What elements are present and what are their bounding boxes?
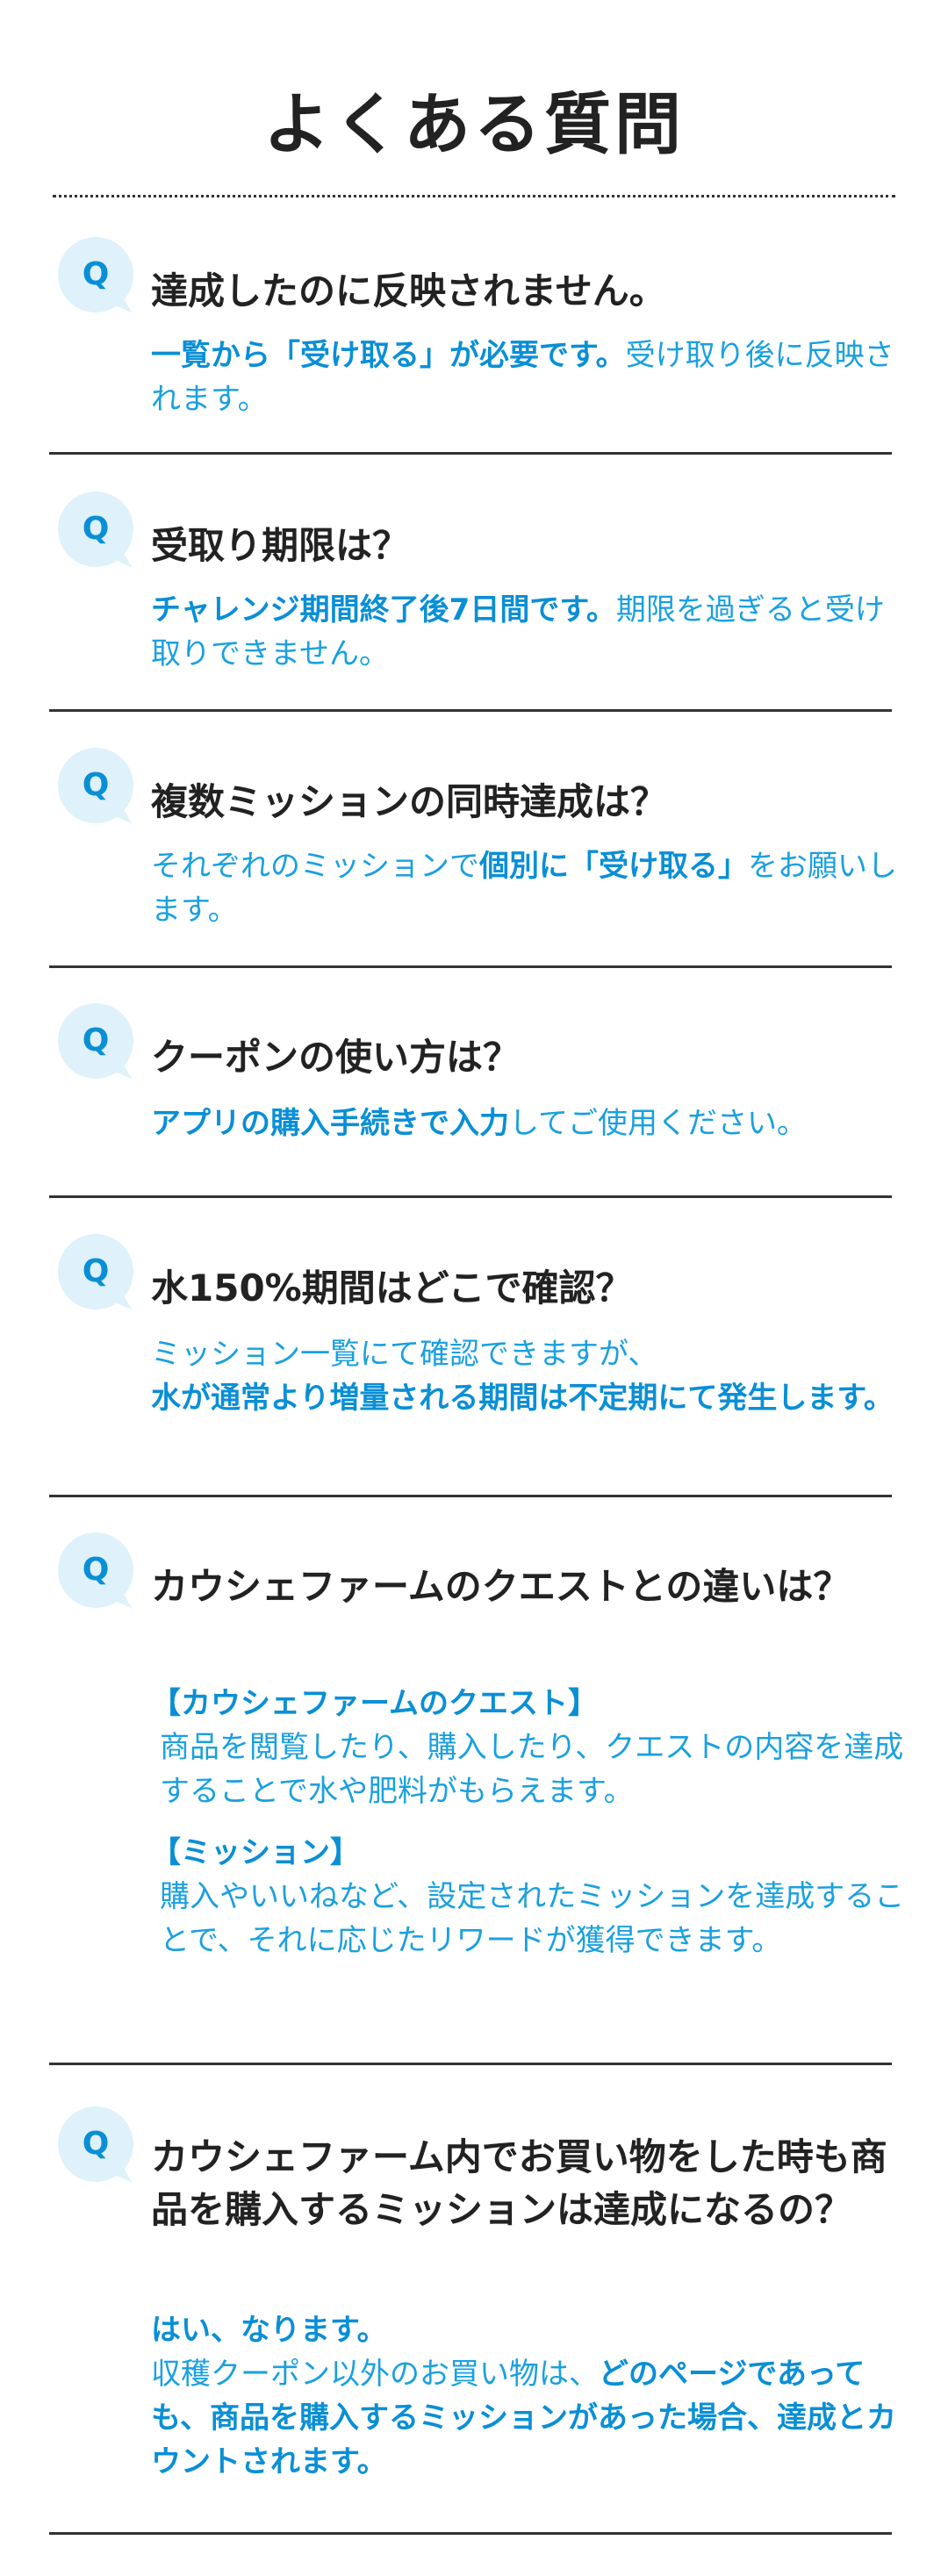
faq-answer: 【カウシェファームのクエスト】 商品を閲覧したり、購入したり、クエストの内容を達… <box>151 1682 906 1962</box>
faq-answer: それぞれのミッションで個別に「受け取る」をお願いします。 <box>151 849 897 928</box>
faq-answer: 一覧から「受け取る」が必要です。受け取り後に反映されます。 <box>151 338 894 417</box>
q-badge-icon: Q <box>58 1532 133 1608</box>
faq-question: カウシェファームのクエストとの違いは？ <box>151 1565 851 1608</box>
answer-section-body: 購入やいいねなど、設定されたミッションを達成することで、それに応じたリワードが獲… <box>160 1879 905 1958</box>
faq-answer: ミッション一覧にて確認できますが、水が通常より増量される期間は不定期にて発生しま… <box>151 1337 894 1416</box>
faq-divider <box>49 965 892 968</box>
faq-question: クーポンの使い方は？ <box>151 1036 521 1079</box>
faq-divider <box>49 2532 892 2535</box>
faq-divider <box>49 709 892 712</box>
faq-question: 達成したのに反映されません。 <box>151 269 666 312</box>
faq-question: 受取り期限は？ <box>151 524 410 567</box>
faq-question: 水150%期間はどこで確認？ <box>151 1266 633 1310</box>
page-title: よくある質問 <box>263 85 685 163</box>
q-badge-icon: Q <box>58 1003 133 1079</box>
q-badge-icon: Q <box>58 748 133 823</box>
faq-divider <box>49 2063 892 2065</box>
q-badge-icon: Q <box>58 1234 133 1310</box>
answer-section-body: 商品を閲覧したり、購入したり、クエストの内容を達成することで水や肥料がもらえます… <box>160 1730 904 1809</box>
faq-question: 複数ミッションの同時達成は？ <box>151 780 668 823</box>
q-badge-icon: Q <box>58 237 133 312</box>
q-badge-icon: Q <box>58 2106 133 2182</box>
title-divider <box>53 195 895 197</box>
faq-answer: はい、なります。収穫クーポン以外のお買い物は、どのページであっても、商品を購入す… <box>151 2313 896 2479</box>
faq-answer: チャレンジ期間終了後7日間です。期限を過ぎると受け取りできません。 <box>151 592 885 671</box>
faq-question: カウシェファーム内でお買い物をした時も商品を購入するミッションは達成になるの？ <box>151 2135 887 2231</box>
faq-divider <box>49 1495 892 1497</box>
faq-divider <box>49 452 892 455</box>
answer-section-heading: 【ミッション】 <box>151 1835 360 1870</box>
faq-answer: アプリの購入手続きで入力してご使用ください。 <box>151 1106 807 1141</box>
answer-section-heading: 【カウシェファームのクエスト】 <box>151 1686 598 1721</box>
q-badge-icon: Q <box>58 492 133 567</box>
faq-divider <box>49 1195 892 1198</box>
